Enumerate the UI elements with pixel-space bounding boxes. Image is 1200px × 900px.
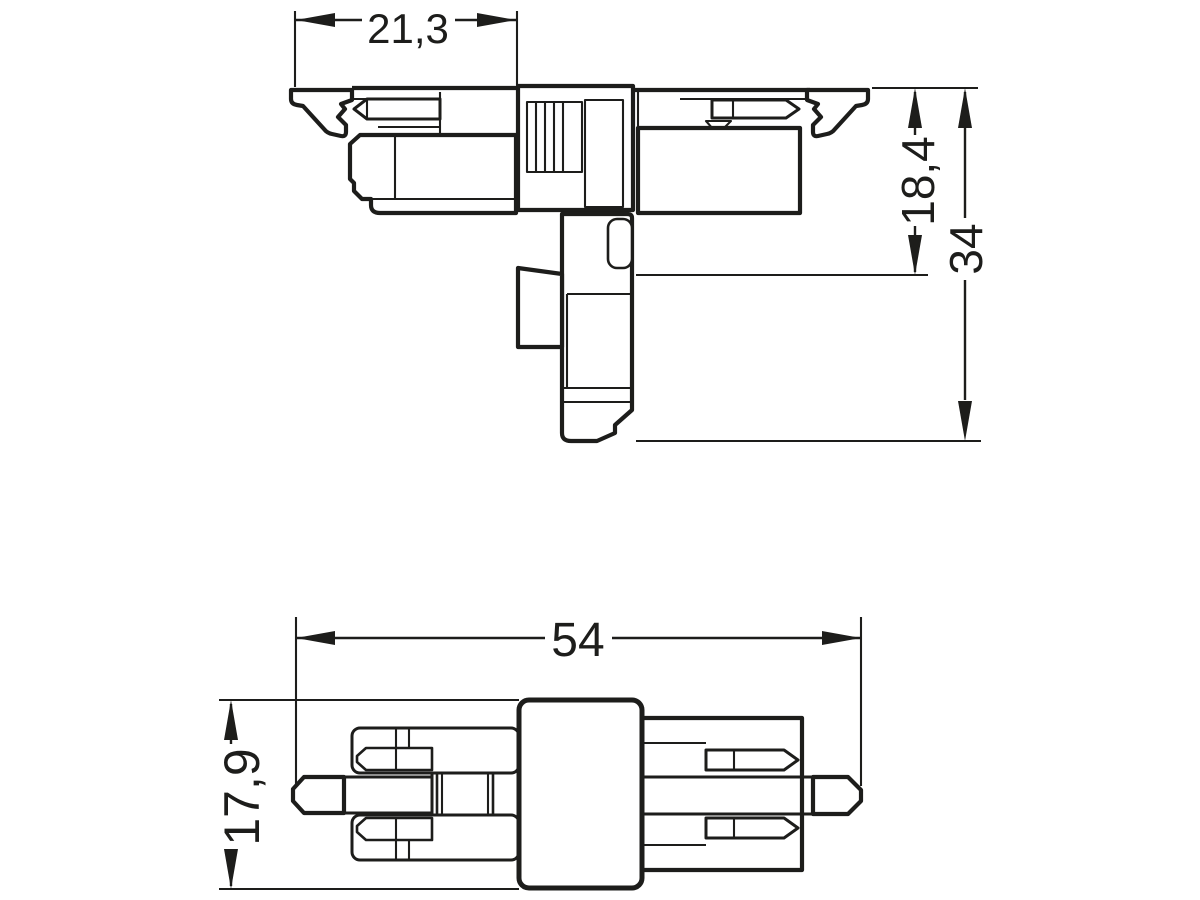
arrow-right-icon <box>477 13 516 27</box>
plan-right-slot-lines <box>642 741 706 847</box>
arrow-up-icon <box>958 88 972 128</box>
plan-view: 54 17,9 <box>214 614 864 891</box>
side-left-barrel-details <box>362 135 516 201</box>
plan-center-right-pin <box>810 774 864 817</box>
side-vent-slot-lines <box>534 102 565 172</box>
plan-upper-arm-band-lines <box>394 729 411 748</box>
plan-center-right-arm <box>642 775 813 816</box>
dim-label-height-17-9: 17,9 <box>214 748 270 845</box>
side-stem-window <box>606 217 634 270</box>
side-stem-details <box>562 292 630 404</box>
plan-lower-arm-band-lines <box>394 840 411 859</box>
dim-label-width-21-3: 21,3 <box>367 5 449 52</box>
plan-right-pin-top <box>704 748 800 772</box>
plan-center-left-arm <box>344 775 432 815</box>
side-right-pin <box>710 98 801 120</box>
plan-central-block <box>516 697 645 891</box>
arrow-down-icon <box>224 849 238 889</box>
dim-label-total-height-34: 34 <box>940 223 992 274</box>
arrow-down-icon <box>908 235 922 275</box>
dim-label-height-group: 17,9 <box>214 748 270 845</box>
side-left-hook <box>288 87 355 139</box>
side-central-window <box>583 98 625 209</box>
side-central-body <box>515 83 636 213</box>
plan-upper-pin <box>355 746 434 772</box>
dim-label-upper-height-group: 18,4 <box>892 136 944 226</box>
side-latch <box>515 265 565 350</box>
side-right-hook <box>804 87 871 139</box>
arrow-down-icon <box>958 401 972 441</box>
plan-right-body <box>637 715 805 873</box>
arrow-up-icon <box>908 88 922 128</box>
arrow-right-icon <box>822 631 861 645</box>
arrow-left-icon <box>296 13 335 27</box>
plan-lower-pin <box>355 816 434 842</box>
side-view: 21,3 <box>288 5 992 444</box>
plan-center-left-pin <box>290 774 347 816</box>
side-left-pin-details <box>365 92 442 135</box>
dim-label-total-height-group: 34 <box>940 223 992 274</box>
arrow-up-icon <box>224 700 238 740</box>
dim-label-width-54: 54 <box>551 614 604 667</box>
arrow-left-icon <box>296 631 335 645</box>
plan-right-pin-bottom <box>704 816 800 840</box>
side-stem <box>559 211 635 444</box>
side-right-body <box>635 125 803 216</box>
dim-label-upper-height-18-4: 18,4 <box>892 136 944 226</box>
side-left-barrel <box>347 132 519 216</box>
